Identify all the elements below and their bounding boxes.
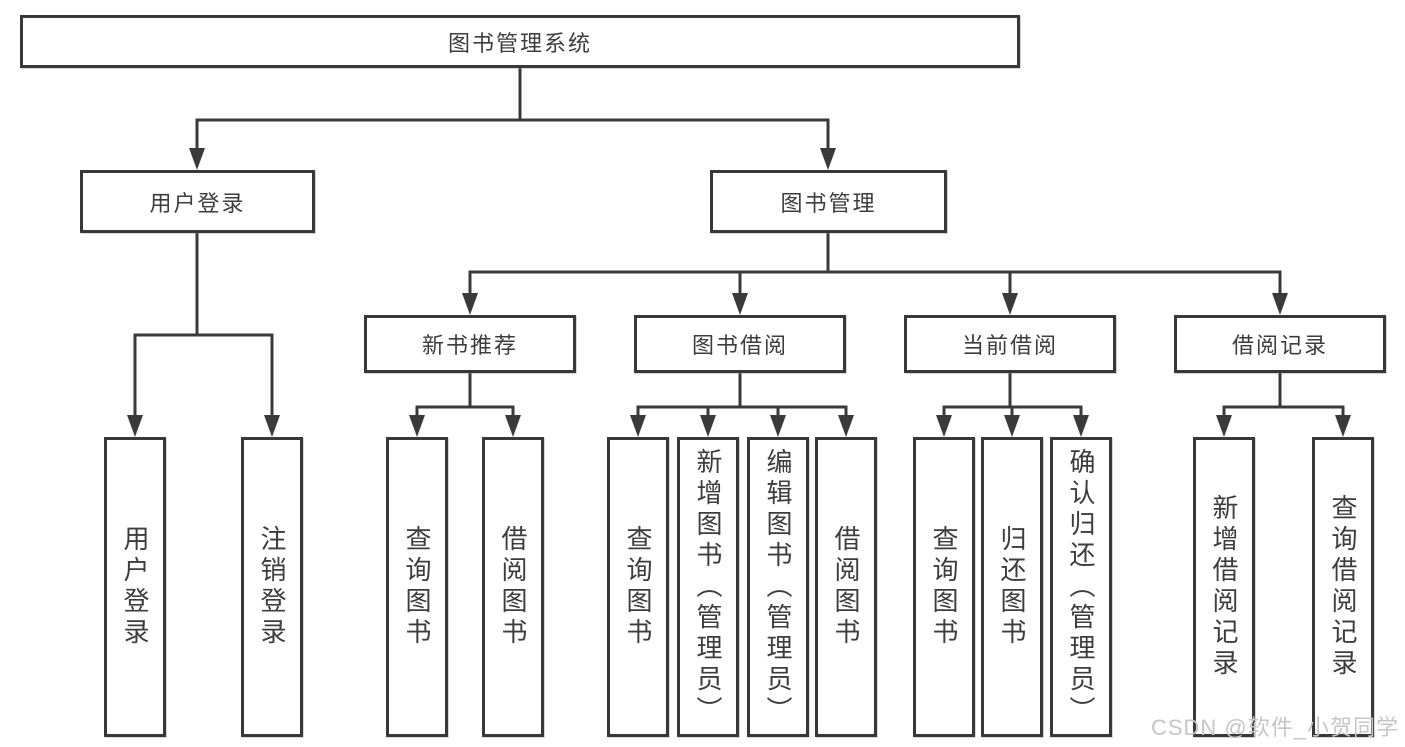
leaf-borrow-books-borrow: 借阅图书 [815, 437, 877, 737]
leaf-return-book: 归还图书 [981, 437, 1043, 737]
node-library-system: 图书管理系统 [20, 15, 1020, 68]
node-new-book-recommend: 新书推荐 [364, 315, 576, 373]
node-user-login-branch: 用户登录 [80, 170, 315, 233]
leaf-add-borrow-record: 新增借阅记录 [1193, 437, 1255, 737]
leaf-query-books-current: 查询图书 [913, 437, 975, 737]
leaf-query-books-borrow: 查询图书 [607, 437, 669, 737]
watermark: CSDN @软件_小贺同学 [1150, 715, 1399, 740]
node-borrow-records: 借阅记录 [1174, 315, 1386, 373]
node-book-management: 图书管理 [710, 170, 947, 233]
leaf-borrow-books-recommend: 借阅图书 [482, 437, 544, 737]
leaf-user-login: 用户登录 [104, 437, 166, 737]
leaf-add-book-admin: 新增图书（管理员） [677, 437, 739, 737]
node-book-borrow: 图书借阅 [634, 315, 846, 373]
leaf-edit-book-admin: 编辑图书（管理员） [747, 437, 809, 737]
leaf-confirm-return-admin: 确认归还（管理员） [1050, 437, 1112, 737]
leaf-query-books-recommend: 查询图书 [386, 437, 448, 737]
node-current-borrow: 当前借阅 [904, 315, 1116, 373]
leaf-query-borrow-record: 查询借阅记录 [1312, 437, 1374, 737]
leaf-logout: 注销登录 [241, 437, 303, 737]
